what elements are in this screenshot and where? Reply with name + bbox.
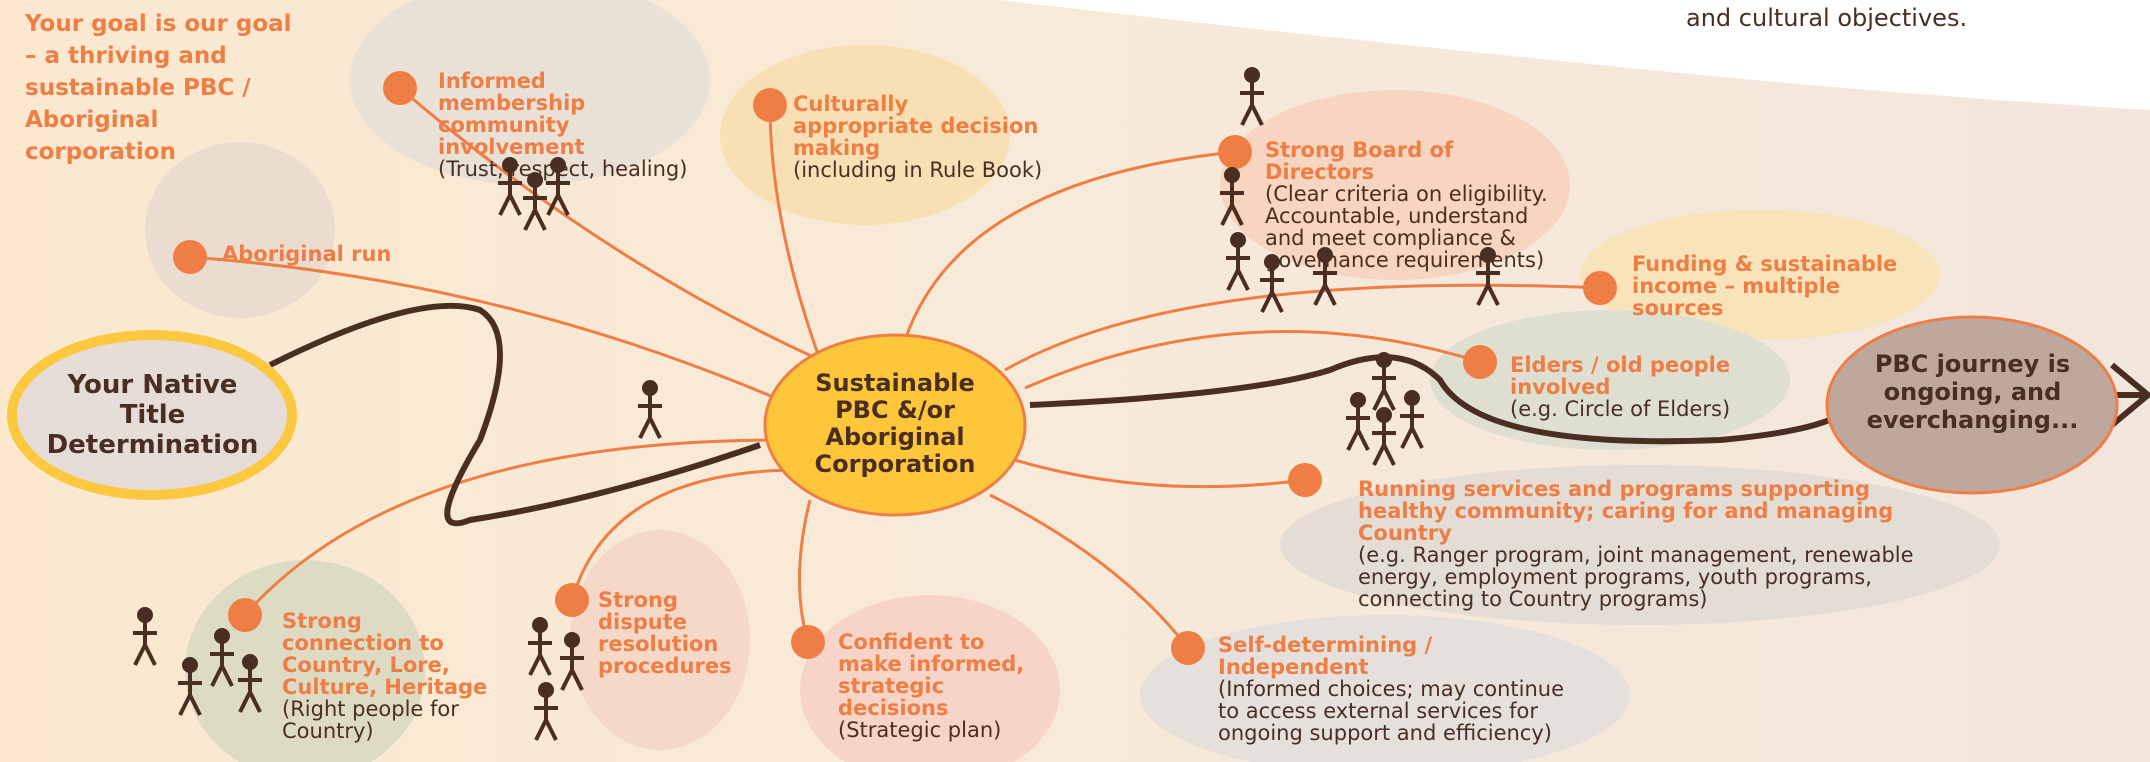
item-connection: Strong connection to Country, Lore, Cult… [282, 610, 492, 742]
item-heading: Confident to make informed, strategic de… [838, 630, 1025, 720]
item-funding: Funding & sustainable income – multiple … [1632, 253, 1932, 319]
item-detail: (Clear criteria on eligibility. Accounta… [1265, 182, 1548, 272]
item-self-determining: Self-determining / Independent (Informed… [1218, 634, 1578, 744]
item-heading: Funding & sustainable income – multiple … [1632, 252, 1898, 320]
item-detail: (Right people for Country) [282, 697, 459, 743]
item-elders: Elders / old people involved (e.g. Circl… [1510, 354, 1830, 420]
journey-line [268, 302, 1842, 527]
item-confident: Confident to make informed, strategic de… [838, 631, 1053, 741]
item-heading: Elders / old people involved [1510, 353, 1731, 399]
item-heading: Strong dispute resolution procedures [598, 588, 732, 678]
item-cultural: Culturally appropriate decision making (… [793, 93, 1053, 181]
start-node-shape [7, 330, 297, 500]
end-node-shape [1825, 315, 2119, 495]
item-heading: Strong connection to Country, Lore, Cult… [282, 609, 488, 699]
center-node-shape [763, 333, 1027, 517]
center-node-label: Sustainable PBC &/or Aboriginal Corporat… [814, 369, 976, 478]
item-dispute: Strong dispute resolution procedures [598, 589, 738, 677]
item-detail: (Informed choices; may continue to acces… [1218, 677, 1565, 745]
item-heading: Aboriginal run [222, 242, 392, 266]
item-detail: (including in Rule Book) [793, 158, 1043, 182]
end-node-label: PBC journey is ongoing, and everchanging… [1866, 350, 2079, 434]
item-detail: (Strategic plan) [838, 718, 1002, 742]
people-figures [133, 67, 1500, 741]
item-board: Strong Board of Directors (Clear criteri… [1265, 139, 1565, 271]
item-heading: Culturally appropriate decision making [793, 92, 1039, 160]
item-heading: Strong Board of Directors [1265, 138, 1454, 184]
item-services: Running services and programs supporting… [1358, 478, 1918, 610]
background-wave-fill [1000, 0, 2150, 110]
background-blobs [145, 0, 2000, 762]
item-detail: (e.g. Ranger program, joint management, … [1358, 543, 1914, 611]
item-heading: Running services and programs supporting… [1358, 477, 1894, 545]
item-aboriginal-run: Aboriginal run [222, 243, 422, 265]
start-node-label: Your Native Title Determination [46, 370, 259, 460]
node-dots [173, 71, 1617, 665]
item-detail: (Trust, respect, healing) [438, 157, 688, 181]
item-heading: Informed membership community involvemen… [438, 69, 586, 159]
item-membership: Informed membership community involvemen… [438, 70, 698, 180]
item-heading: Self-determining / Independent [1218, 633, 1433, 679]
top-right-text: and cultural objectives. [1686, 4, 1968, 32]
page-title: Your goal is our goal – a thriving and s… [25, 11, 292, 165]
item-detail: (e.g. Circle of Elders) [1510, 397, 1731, 421]
connector-lines [189, 86, 1601, 649]
